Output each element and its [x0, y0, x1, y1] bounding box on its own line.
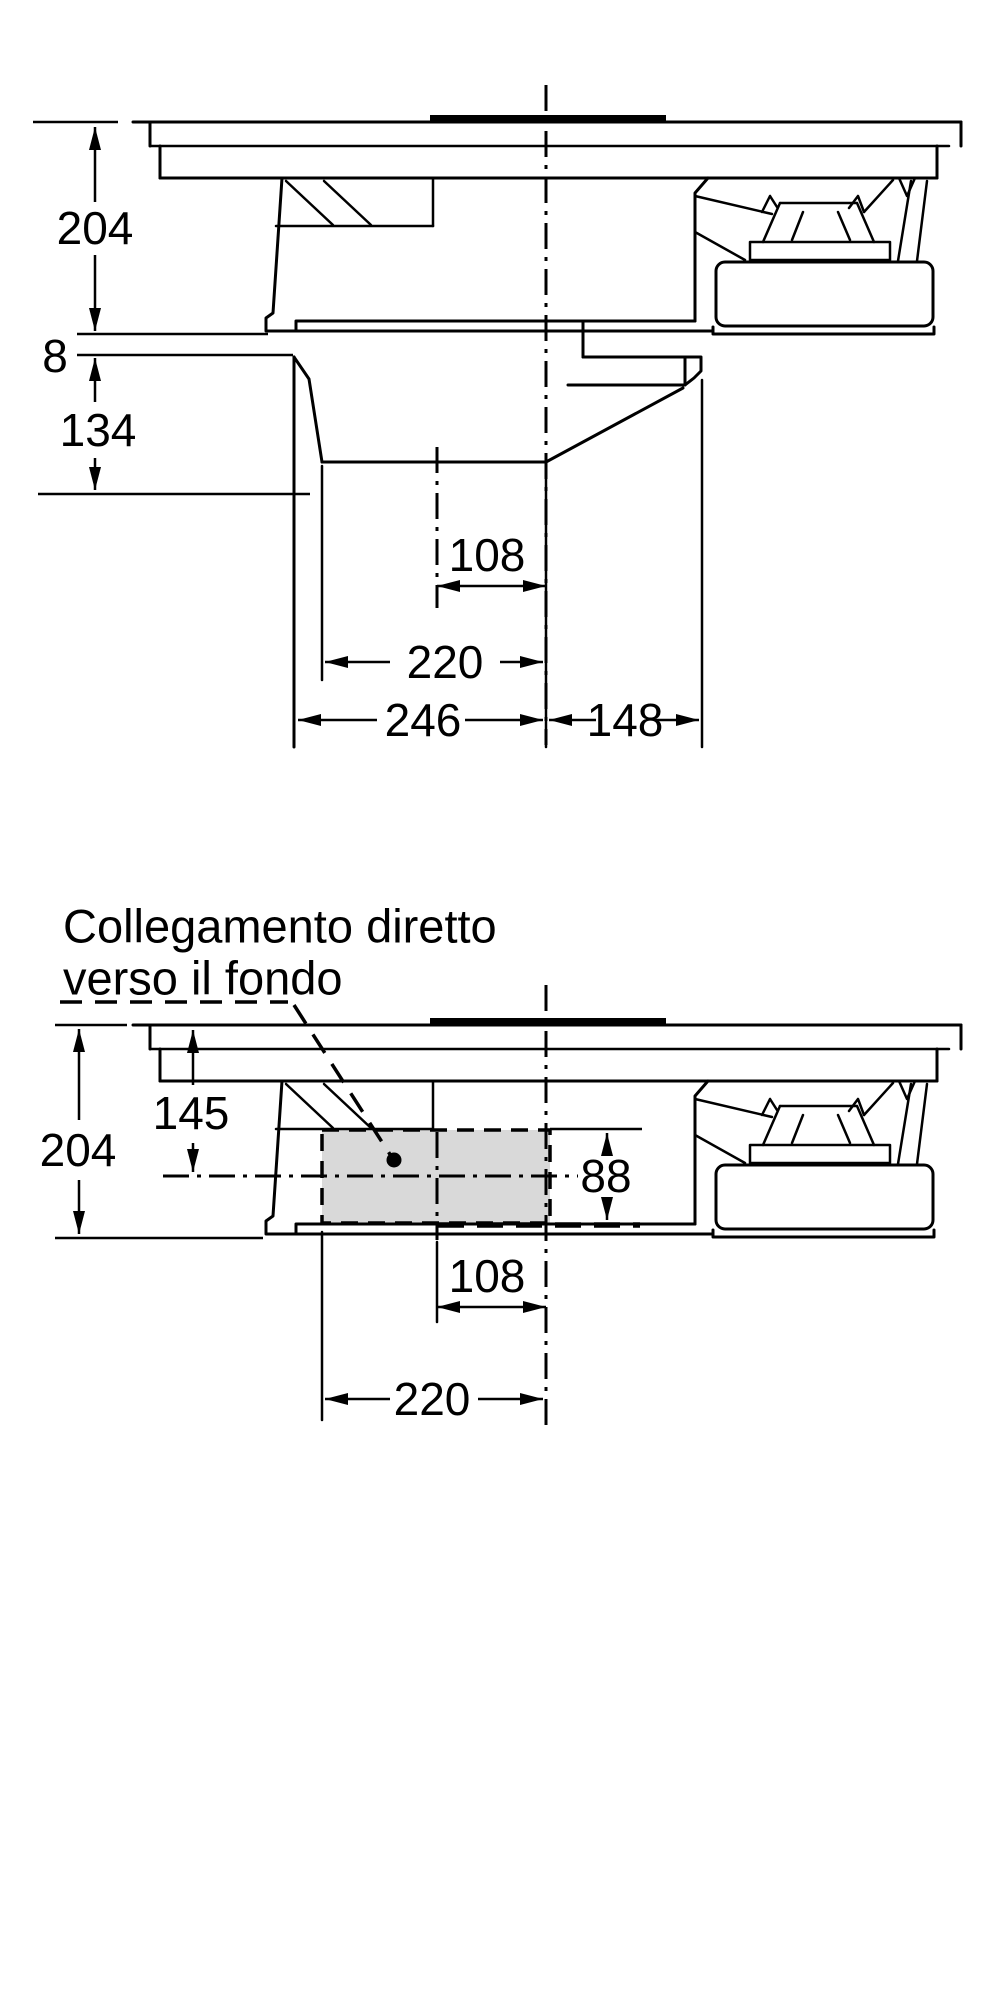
- dimension-overall-height: 204: [33, 120, 268, 336]
- dimension-center-offset: 108: [437, 529, 546, 592]
- leader-line: [60, 1000, 402, 1168]
- annotation-line1: Collegamento diretto: [63, 900, 497, 953]
- dim-opening-height-value: 88: [580, 1150, 631, 1202]
- dim-front-width-value: 246: [385, 694, 462, 746]
- dimension-duct-depth: 134: [38, 358, 310, 496]
- dimension-duct-width: 220: [325, 636, 543, 688]
- dim-rear-width-value: 148: [587, 694, 664, 746]
- dimension-center-offset: 108: [435, 1240, 546, 1324]
- duct-funnel-diagonal: [544, 386, 685, 464]
- view-bottom-direct-connection: Collegamento diretto verso il fondo 204 …: [40, 900, 963, 1428]
- dimension-duct-width: 220: [320, 1230, 543, 1425]
- view-top-ducted: 204 8 134 108 220 246: [33, 85, 963, 749]
- dimension-front-width: 246: [298, 694, 543, 746]
- dim-duct-width-value: 220: [394, 1373, 471, 1425]
- annotation-line2: verso il fondo: [63, 952, 343, 1005]
- dim-center-offset-value: 108: [449, 529, 526, 581]
- leader-dashed-diagonal: [292, 1004, 393, 1157]
- dimension-rear-width: 148: [549, 694, 699, 746]
- frame-right-bracket: [683, 355, 703, 387]
- dim-center-offset-value: 108: [449, 1250, 526, 1302]
- dim-overall-height-value: 204: [40, 1124, 117, 1176]
- connection-dot: [386, 1152, 402, 1168]
- dimension-gap: 8: [42, 330, 293, 382]
- dim-duct-width-value: 220: [407, 636, 484, 688]
- dimension-connection-depth: 145: [153, 1030, 230, 1172]
- dimension-overall-height: 204: [40, 1023, 263, 1240]
- dim-overall-height-value: 204: [57, 202, 134, 254]
- dimension-opening-height: 88: [438, 1127, 642, 1228]
- duct-inner-left-wall: [292, 355, 324, 464]
- dim-gap-value: 8: [42, 330, 68, 382]
- dim-duct-depth-value: 134: [60, 404, 137, 456]
- dim-connection-depth-value: 145: [153, 1087, 230, 1139]
